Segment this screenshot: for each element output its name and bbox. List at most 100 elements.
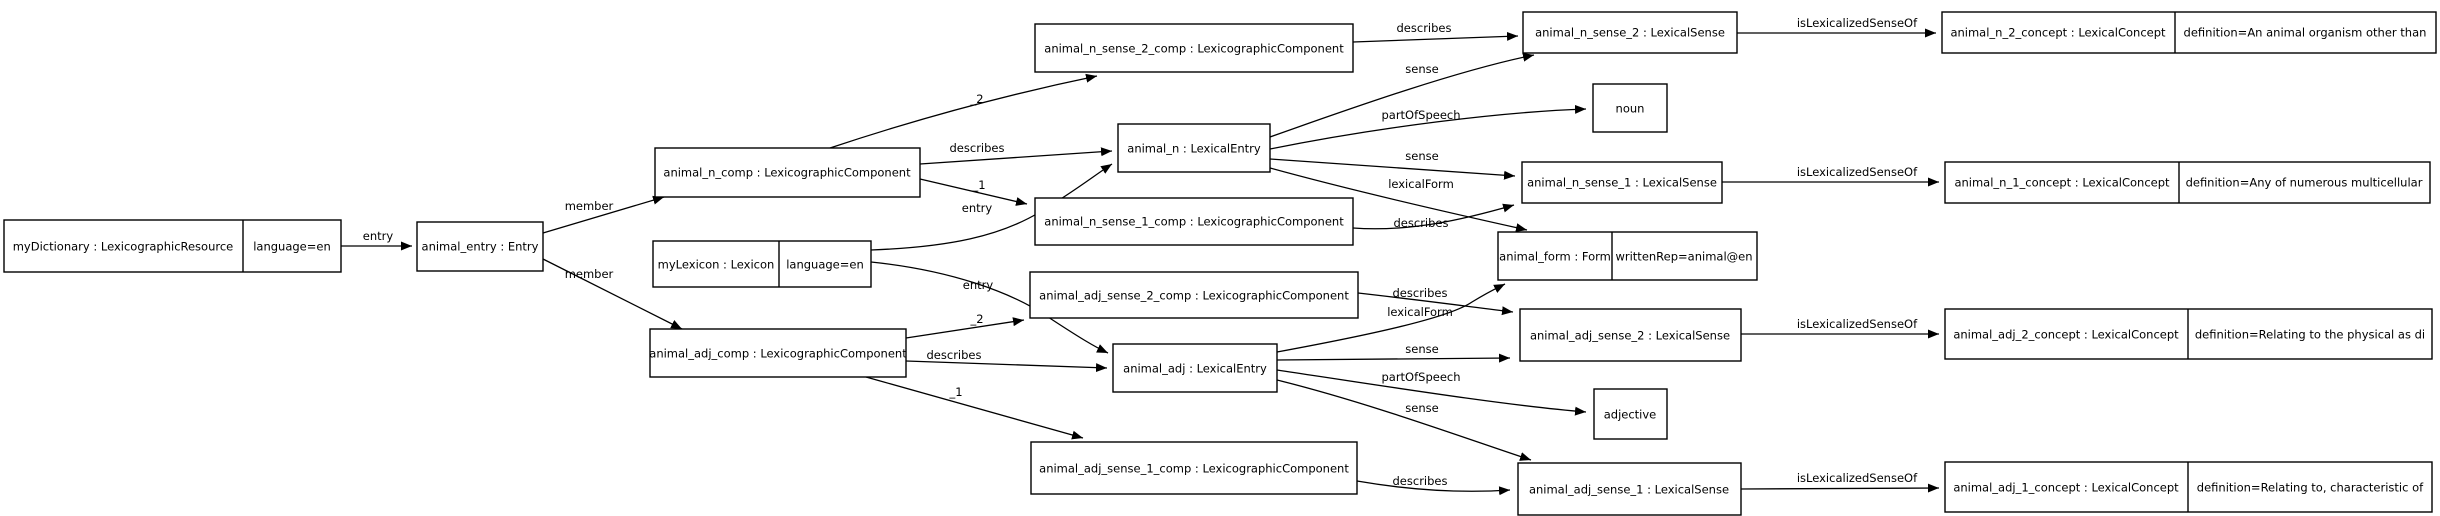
node-label: animal_n_comp : LexicographicComponent xyxy=(663,166,911,180)
node-attr: language=en xyxy=(786,258,864,272)
edge-line xyxy=(1276,379,1532,461)
edge-label: sense xyxy=(1405,342,1438,356)
edge-describes-n-sense1: describes xyxy=(1352,203,1515,230)
node-adjective: adjective xyxy=(1593,388,1668,440)
edge-line xyxy=(1269,158,1516,180)
edge-partofspeech-adj: partOfSpeech xyxy=(1276,369,1587,416)
node-mylexicon: myLexicon : Lexicon language=en xyxy=(652,240,872,288)
node-animal-n-1-concept: animal_n_1_concept : LexicalConcept defi… xyxy=(1944,161,2431,204)
node-label: animal_form : Form xyxy=(1499,250,1611,264)
node-attr: definition=Any of numerous multicellular xyxy=(2186,176,2423,190)
node-label: animal_adj_1_concept : LexicalConcept xyxy=(1953,481,2179,495)
edge-line xyxy=(542,195,665,234)
node-mydictionary: myDictionary : LexicographicResource lan… xyxy=(3,219,342,273)
node-label: myDictionary : LexicographicResource xyxy=(13,240,234,254)
edge-label: _2 xyxy=(969,312,983,326)
edge-label: describes xyxy=(1393,474,1448,488)
node-label: animal_adj_sense_2_comp : LexicographicC… xyxy=(1039,289,1349,303)
node-attr: definition=Relating to, characteristic o… xyxy=(2197,481,2424,495)
node-animal-n-2-concept: animal_n_2_concept : LexicalConcept defi… xyxy=(1941,11,2437,54)
edge-line xyxy=(1276,353,1511,363)
node-animal-adj-1-concept: animal_adj_1_concept : LexicalConcept de… xyxy=(1944,461,2433,513)
edge-label: partOfSpeech xyxy=(1381,370,1460,384)
node-label: animal_adj_comp : LexicographicComponent xyxy=(649,347,907,361)
edge-islexicalizedsenseof-n2: isLexicalizedSenseOf xyxy=(1737,16,1936,38)
edge-islexicalizedsenseof-adj1: isLexicalizedSenseOf xyxy=(1740,471,1940,493)
edge-label: describes xyxy=(1393,286,1448,300)
edge-seq1-adj: _1 xyxy=(865,376,1084,440)
node-box xyxy=(1034,197,1354,246)
edge-line xyxy=(905,317,1025,339)
edge-label: _2 xyxy=(969,92,983,106)
node-animal-n-comp: animal_n_comp : LexicographicComponent xyxy=(654,147,921,198)
node-animal-entry: animal_entry : Entry xyxy=(416,221,544,272)
node-box xyxy=(1519,308,1742,362)
node-box xyxy=(1521,161,1723,204)
edge-label: lexicalForm xyxy=(1388,177,1454,191)
node-box xyxy=(652,240,872,288)
node-box xyxy=(416,221,544,272)
edge-label: describes xyxy=(927,348,982,362)
node-animal-n-sense-2-comp: animal_n_sense_2_comp : LexicographicCom… xyxy=(1034,23,1354,73)
edge-line xyxy=(829,73,1098,149)
edge-label: isLexicalizedSenseOf xyxy=(1797,16,1918,30)
edge-member-adj: member xyxy=(542,258,683,330)
node-animal-adj: animal_adj : LexicalEntry xyxy=(1112,343,1278,393)
edge-line xyxy=(1356,480,1511,496)
edge-label: describes xyxy=(1397,21,1452,35)
edge-seq2-adj: _2 xyxy=(905,312,1025,339)
node-attr: definition=Relating to the physical as d… xyxy=(2195,328,2425,342)
edge-lexicalform-adj: lexicalForm xyxy=(1276,283,1506,353)
node-label: animal_n_sense_2 : LexicalSense xyxy=(1535,26,1725,40)
edge-label: member xyxy=(565,199,614,213)
edge-line xyxy=(865,376,1084,440)
node-label: animal_n_sense_1_comp : LexicographicCom… xyxy=(1044,215,1344,229)
edge-label: entry xyxy=(962,201,993,215)
node-animal-adj-sense-2: animal_adj_sense_2 : LexicalSense xyxy=(1519,308,1742,362)
edge-label: sense xyxy=(1405,149,1438,163)
edge-describes-n-comp: describes xyxy=(919,141,1113,165)
edge-label: sense xyxy=(1405,62,1438,76)
node-animal-n-sense-1: animal_n_sense_1 : LexicalSense xyxy=(1521,161,1723,204)
node-animal-n-sense-1-comp: animal_n_sense_1_comp : LexicographicCom… xyxy=(1034,197,1354,246)
edge-label: entry xyxy=(363,229,394,243)
edge-describes-adj-sense1: describes xyxy=(1356,474,1511,496)
edge-label: member xyxy=(565,267,614,281)
node-label: animal_n_2_concept : LexicalConcept xyxy=(1950,26,2166,40)
node-box xyxy=(1117,123,1271,173)
edge-describes-adj-comp: describes xyxy=(905,348,1108,373)
node-attr: language=en xyxy=(253,240,331,254)
edge-line xyxy=(542,258,683,330)
edge-line xyxy=(1276,283,1506,353)
edge-seq1-n: _1 xyxy=(919,178,1028,206)
edge-label: _1 xyxy=(948,385,962,399)
edge-sense-n-sense1: sense xyxy=(1269,149,1516,180)
node-box xyxy=(1497,231,1758,281)
node-label: animal_n : LexicalEntry xyxy=(1127,142,1261,156)
node-label: animal_adj_sense_1_comp : LexicographicC… xyxy=(1039,462,1349,476)
edge-line xyxy=(1269,104,1587,150)
edge-seq2-n: _2 xyxy=(829,73,1098,149)
node-label: animal_adj_sense_2 : LexicalSense xyxy=(1530,329,1730,343)
node-label: animal_adj_2_concept : LexicalConcept xyxy=(1953,328,2179,342)
edge-label: sense xyxy=(1405,401,1438,415)
node-label: animal_n_sense_1 : LexicalSense xyxy=(1527,176,1717,190)
node-animal-adj-sense-1: animal_adj_sense_1 : LexicalSense xyxy=(1517,462,1742,516)
node-animal-form: animal_form : Form writtenRep=animal@en xyxy=(1497,231,1758,281)
node-box xyxy=(1112,343,1278,393)
node-box xyxy=(654,147,921,198)
edge-islexicalizedsenseof-adj2: isLexicalizedSenseOf xyxy=(1741,317,1939,339)
edge-label: isLexicalizedSenseOf xyxy=(1797,471,1918,485)
node-label: animal_adj : LexicalEntry xyxy=(1123,362,1267,376)
node-label: adjective xyxy=(1604,408,1657,422)
node-label: animal_n_1_concept : LexicalConcept xyxy=(1954,176,2170,190)
edge-sense-n-sense2: sense xyxy=(1269,52,1535,138)
node-box xyxy=(1941,11,2437,54)
edge-label: _1 xyxy=(971,178,985,192)
node-box xyxy=(1034,23,1354,73)
node-box xyxy=(1522,11,1738,54)
edge-sense-adj-sense1: sense xyxy=(1276,379,1532,461)
node-animal-adj-comp: animal_adj_comp : LexicographicComponent xyxy=(649,328,907,378)
